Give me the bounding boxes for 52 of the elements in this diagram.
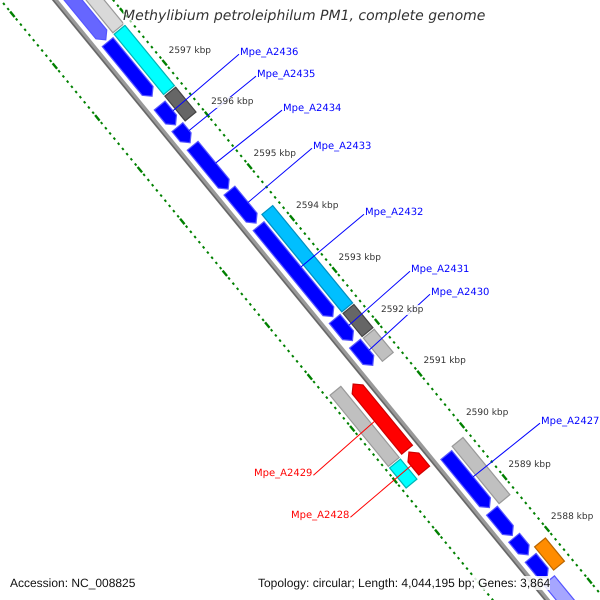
leader-line bbox=[215, 110, 282, 164]
gene-shape bbox=[486, 505, 514, 536]
gene-label: Mpe_A2434 bbox=[283, 103, 342, 115]
gene-shape bbox=[252, 220, 334, 318]
gene-shape bbox=[328, 314, 354, 342]
feature-block bbox=[329, 386, 400, 468]
leader-line bbox=[172, 54, 240, 112]
leader-line bbox=[472, 422, 540, 478]
gene-shape bbox=[153, 100, 178, 126]
gene-shape bbox=[171, 122, 192, 144]
feature-block bbox=[342, 304, 374, 338]
feature-block bbox=[388, 458, 418, 489]
scale-label: 2595 kbp bbox=[254, 149, 296, 160]
gene-label: Mpe_A2433 bbox=[313, 141, 372, 153]
leader-line bbox=[312, 420, 376, 476]
gene-shape bbox=[524, 552, 549, 579]
scale-label: 2588 kbp bbox=[550, 512, 594, 523]
gene-label: Mpe_A2428 bbox=[291, 510, 350, 522]
scale-label: 2596 kbp bbox=[211, 97, 254, 108]
gene-shape bbox=[186, 140, 230, 190]
scale-label: 2594 kbp bbox=[296, 201, 338, 212]
leader-line bbox=[248, 148, 312, 203]
gene-shape bbox=[101, 36, 154, 97]
gene-label: Mpe_A2430 bbox=[431, 287, 490, 299]
feature-block bbox=[534, 537, 566, 571]
feature-block bbox=[451, 436, 511, 504]
scale-label: 2592 kbp bbox=[380, 304, 424, 316]
scale-label: 2597 kbp bbox=[168, 46, 211, 56]
accession-text: Accession: NC_008825 bbox=[10, 576, 136, 590]
gene-shape bbox=[352, 383, 414, 456]
gene-label: Mpe_A2435 bbox=[257, 69, 316, 81]
gene-label: Mpe_A2427 bbox=[541, 416, 600, 428]
genome-title: Methylibium petroleiphilum PM1, complete genome bbox=[123, 8, 486, 25]
scale-label: 2589 kbp bbox=[508, 460, 551, 471]
gene-shape bbox=[223, 185, 258, 224]
gene-label: Mpe_A2436 bbox=[240, 47, 298, 59]
gene-label: Mpe_A2432 bbox=[365, 207, 424, 219]
gene-shape bbox=[508, 532, 530, 556]
gene-label: Mpe_A2431 bbox=[411, 264, 470, 276]
gene-shape bbox=[348, 338, 374, 366]
scale-label: 2591 kbp bbox=[423, 356, 466, 368]
gene-label: Mpe_A2429 bbox=[254, 468, 312, 480]
genome-summary-text: Topology: circular; Length: 4,044,195 bp; Genes: 3,864 bbox=[258, 576, 550, 590]
leader-line bbox=[350, 465, 412, 518]
scale-label: 2593 kbp bbox=[338, 252, 381, 264]
gene-shape bbox=[407, 451, 430, 476]
feature-block bbox=[362, 328, 394, 362]
gene-shape bbox=[440, 450, 492, 508]
scale-label: 2590 kbp bbox=[466, 408, 508, 420]
leader-line bbox=[348, 270, 410, 326]
feature-block bbox=[164, 86, 197, 122]
leader-line bbox=[300, 214, 364, 268]
